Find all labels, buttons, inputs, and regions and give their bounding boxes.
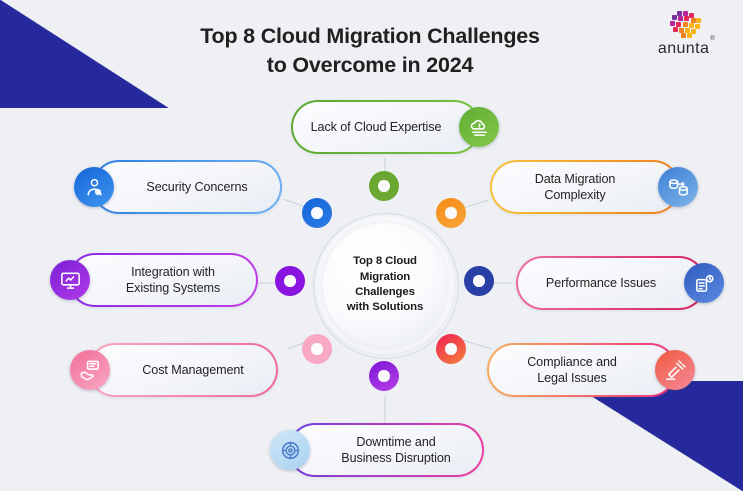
trademark-symbol: ® xyxy=(710,35,716,42)
node-dot-security-concerns xyxy=(302,198,332,228)
node-dot-lack-of-cloud-expertise xyxy=(369,171,399,201)
hub-outer-ring xyxy=(313,213,459,359)
node-label-compliance-and-legal-issues: Compliance and Legal Issues xyxy=(527,354,617,385)
node-dot-data-migration-complexity xyxy=(436,198,466,228)
node-label-performance-issues: Performance Issues xyxy=(545,275,657,290)
node-pill-lack-of-cloud-expertise[interactable]: Lack of Cloud Expertise xyxy=(291,100,499,154)
corner-wedge-bottom-right xyxy=(568,381,743,491)
node-pill-cost-management[interactable]: Cost Management xyxy=(70,343,278,397)
node-label-downtime-and-business-disruption: Downtime and Business Disruption xyxy=(341,434,451,465)
page-title-line-2: to Overcome in 2024 xyxy=(266,52,474,77)
cost-hand-icon xyxy=(70,350,110,390)
performance-gauge-icon xyxy=(684,263,724,303)
legal-gavel-icon xyxy=(655,350,695,390)
node-dot-performance-issues xyxy=(464,266,494,296)
node-pill-downtime-and-business-disruption[interactable]: Downtime and Business Disruption xyxy=(270,423,484,477)
node-pill-data-migration-complexity[interactable]: Data Migration Complexity xyxy=(490,160,698,214)
brand-logo: anunta® xyxy=(646,9,726,58)
node-label-integration-with-existing-systems: Integration with Existing Systems xyxy=(125,264,221,295)
anunta-knot-icon xyxy=(670,11,701,38)
node-label-lack-of-cloud-expertise: Lack of Cloud Expertise xyxy=(310,119,442,134)
brand-name: anunta® xyxy=(657,35,716,57)
node-label-data-migration-complexity: Data Migration Complexity xyxy=(534,171,616,202)
node-pill-compliance-and-legal-issues[interactable]: Compliance and Legal Issues xyxy=(487,343,695,397)
node-label-cost-management: Cost Management xyxy=(142,362,244,377)
node-pill-performance-issues[interactable]: Performance Issues xyxy=(516,256,724,310)
center-hub: Top 8 Cloud Migration Challenges with So… xyxy=(323,223,447,347)
node-pill-integration-with-existing-systems[interactable]: Integration with Existing Systems xyxy=(50,253,258,307)
corner-wedge-top-left xyxy=(0,0,168,108)
cloud-learning-icon xyxy=(459,107,499,147)
network-outage-icon xyxy=(270,430,310,470)
hub-line-3: Challenges xyxy=(355,286,415,298)
hub-line-2: Migration xyxy=(359,270,411,283)
data-transfer-icon xyxy=(658,167,698,207)
hub-line-1: Top 8 Cloud xyxy=(353,255,417,268)
node-pill-security-concerns[interactable]: Security Concerns xyxy=(74,160,282,214)
node-dot-integration-with-existing-systems xyxy=(275,266,305,296)
page-title: Top 8 Cloud Migration Challenges to Over… xyxy=(120,22,620,79)
node-dot-cost-management xyxy=(302,334,332,364)
center-hub-text: Top 8 Cloud Migration Challenges with So… xyxy=(346,254,424,316)
node-dot-downtime-and-business-disruption xyxy=(369,361,399,391)
node-label-security-concerns: Security Concerns xyxy=(146,179,248,194)
system-integration-icon xyxy=(50,260,90,300)
page-title-line-1: Top 8 Cloud Migration Challenges xyxy=(200,24,540,48)
node-dot-compliance-and-legal-issues xyxy=(436,334,466,364)
security-user-icon xyxy=(74,167,114,207)
hub-line-4: with Solutions xyxy=(346,301,424,314)
